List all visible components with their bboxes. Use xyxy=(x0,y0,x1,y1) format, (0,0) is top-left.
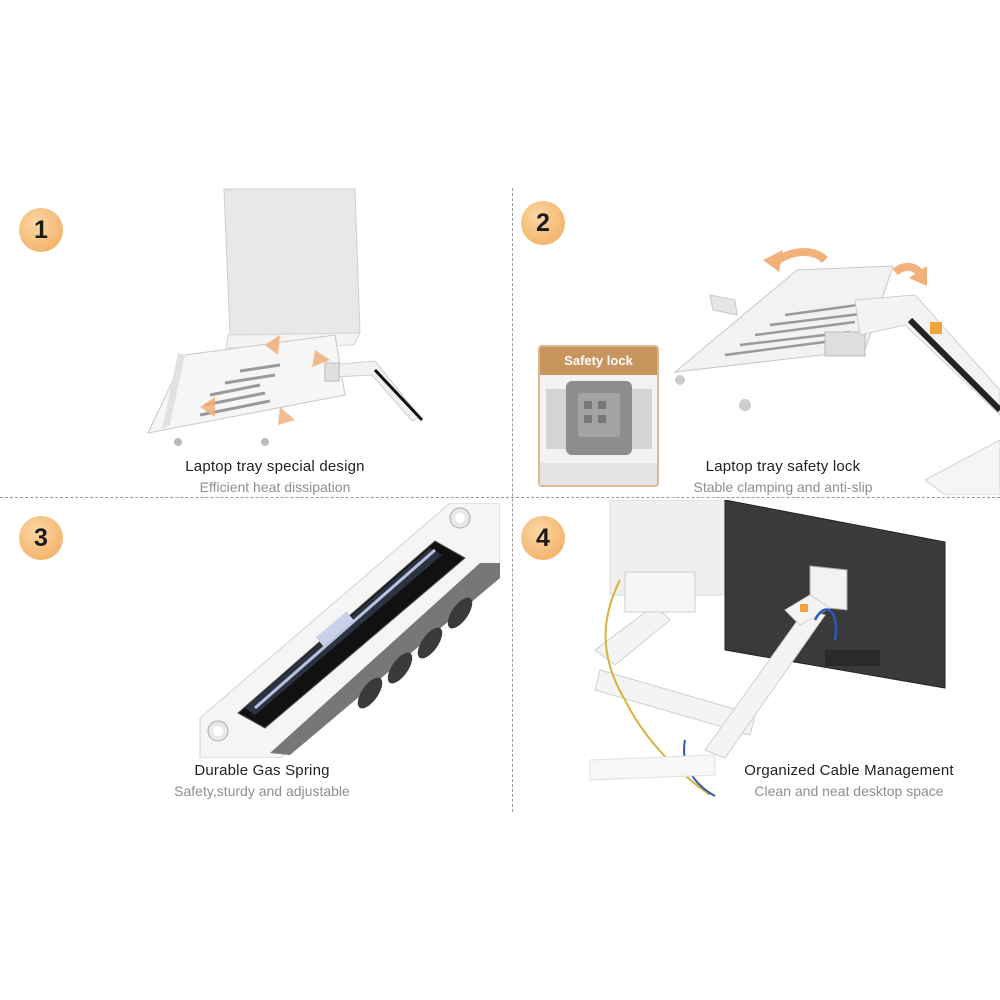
step-badge-1: 1 xyxy=(19,208,63,252)
panel-1-subtitle: Efficient heat dissipation xyxy=(199,479,351,495)
panel-2-title: Laptop tray safety lock xyxy=(705,458,861,475)
panel-2-subtitle: Stable clamping and anti-slip xyxy=(693,479,873,495)
panel-3-subtitle: Safety,sturdy and adjustable xyxy=(174,783,350,799)
gas-spring-illustration xyxy=(199,503,500,758)
step-badge-2: 2 xyxy=(521,201,565,245)
panel-3-title: Durable Gas Spring xyxy=(194,762,330,779)
vertical-divider xyxy=(512,188,513,812)
panel-4-subtitle: Clean and neat desktop space xyxy=(754,783,944,799)
safety-lock-inset: Safety lock xyxy=(538,345,659,487)
cable-management-illustration xyxy=(589,500,946,797)
panel-4-title: Organized Cable Management xyxy=(744,762,954,779)
safety-lock-icon xyxy=(540,375,657,485)
laptop-tray-illustration xyxy=(147,188,424,446)
safety-lock-label: Safety lock xyxy=(540,347,657,375)
tray-arm-illustration xyxy=(673,248,1000,495)
panel-1-title: Laptop tray special design xyxy=(185,458,365,475)
step-badge-3: 3 xyxy=(19,516,63,560)
horizontal-divider xyxy=(0,497,1000,498)
step-badge-4: 4 xyxy=(521,516,565,560)
